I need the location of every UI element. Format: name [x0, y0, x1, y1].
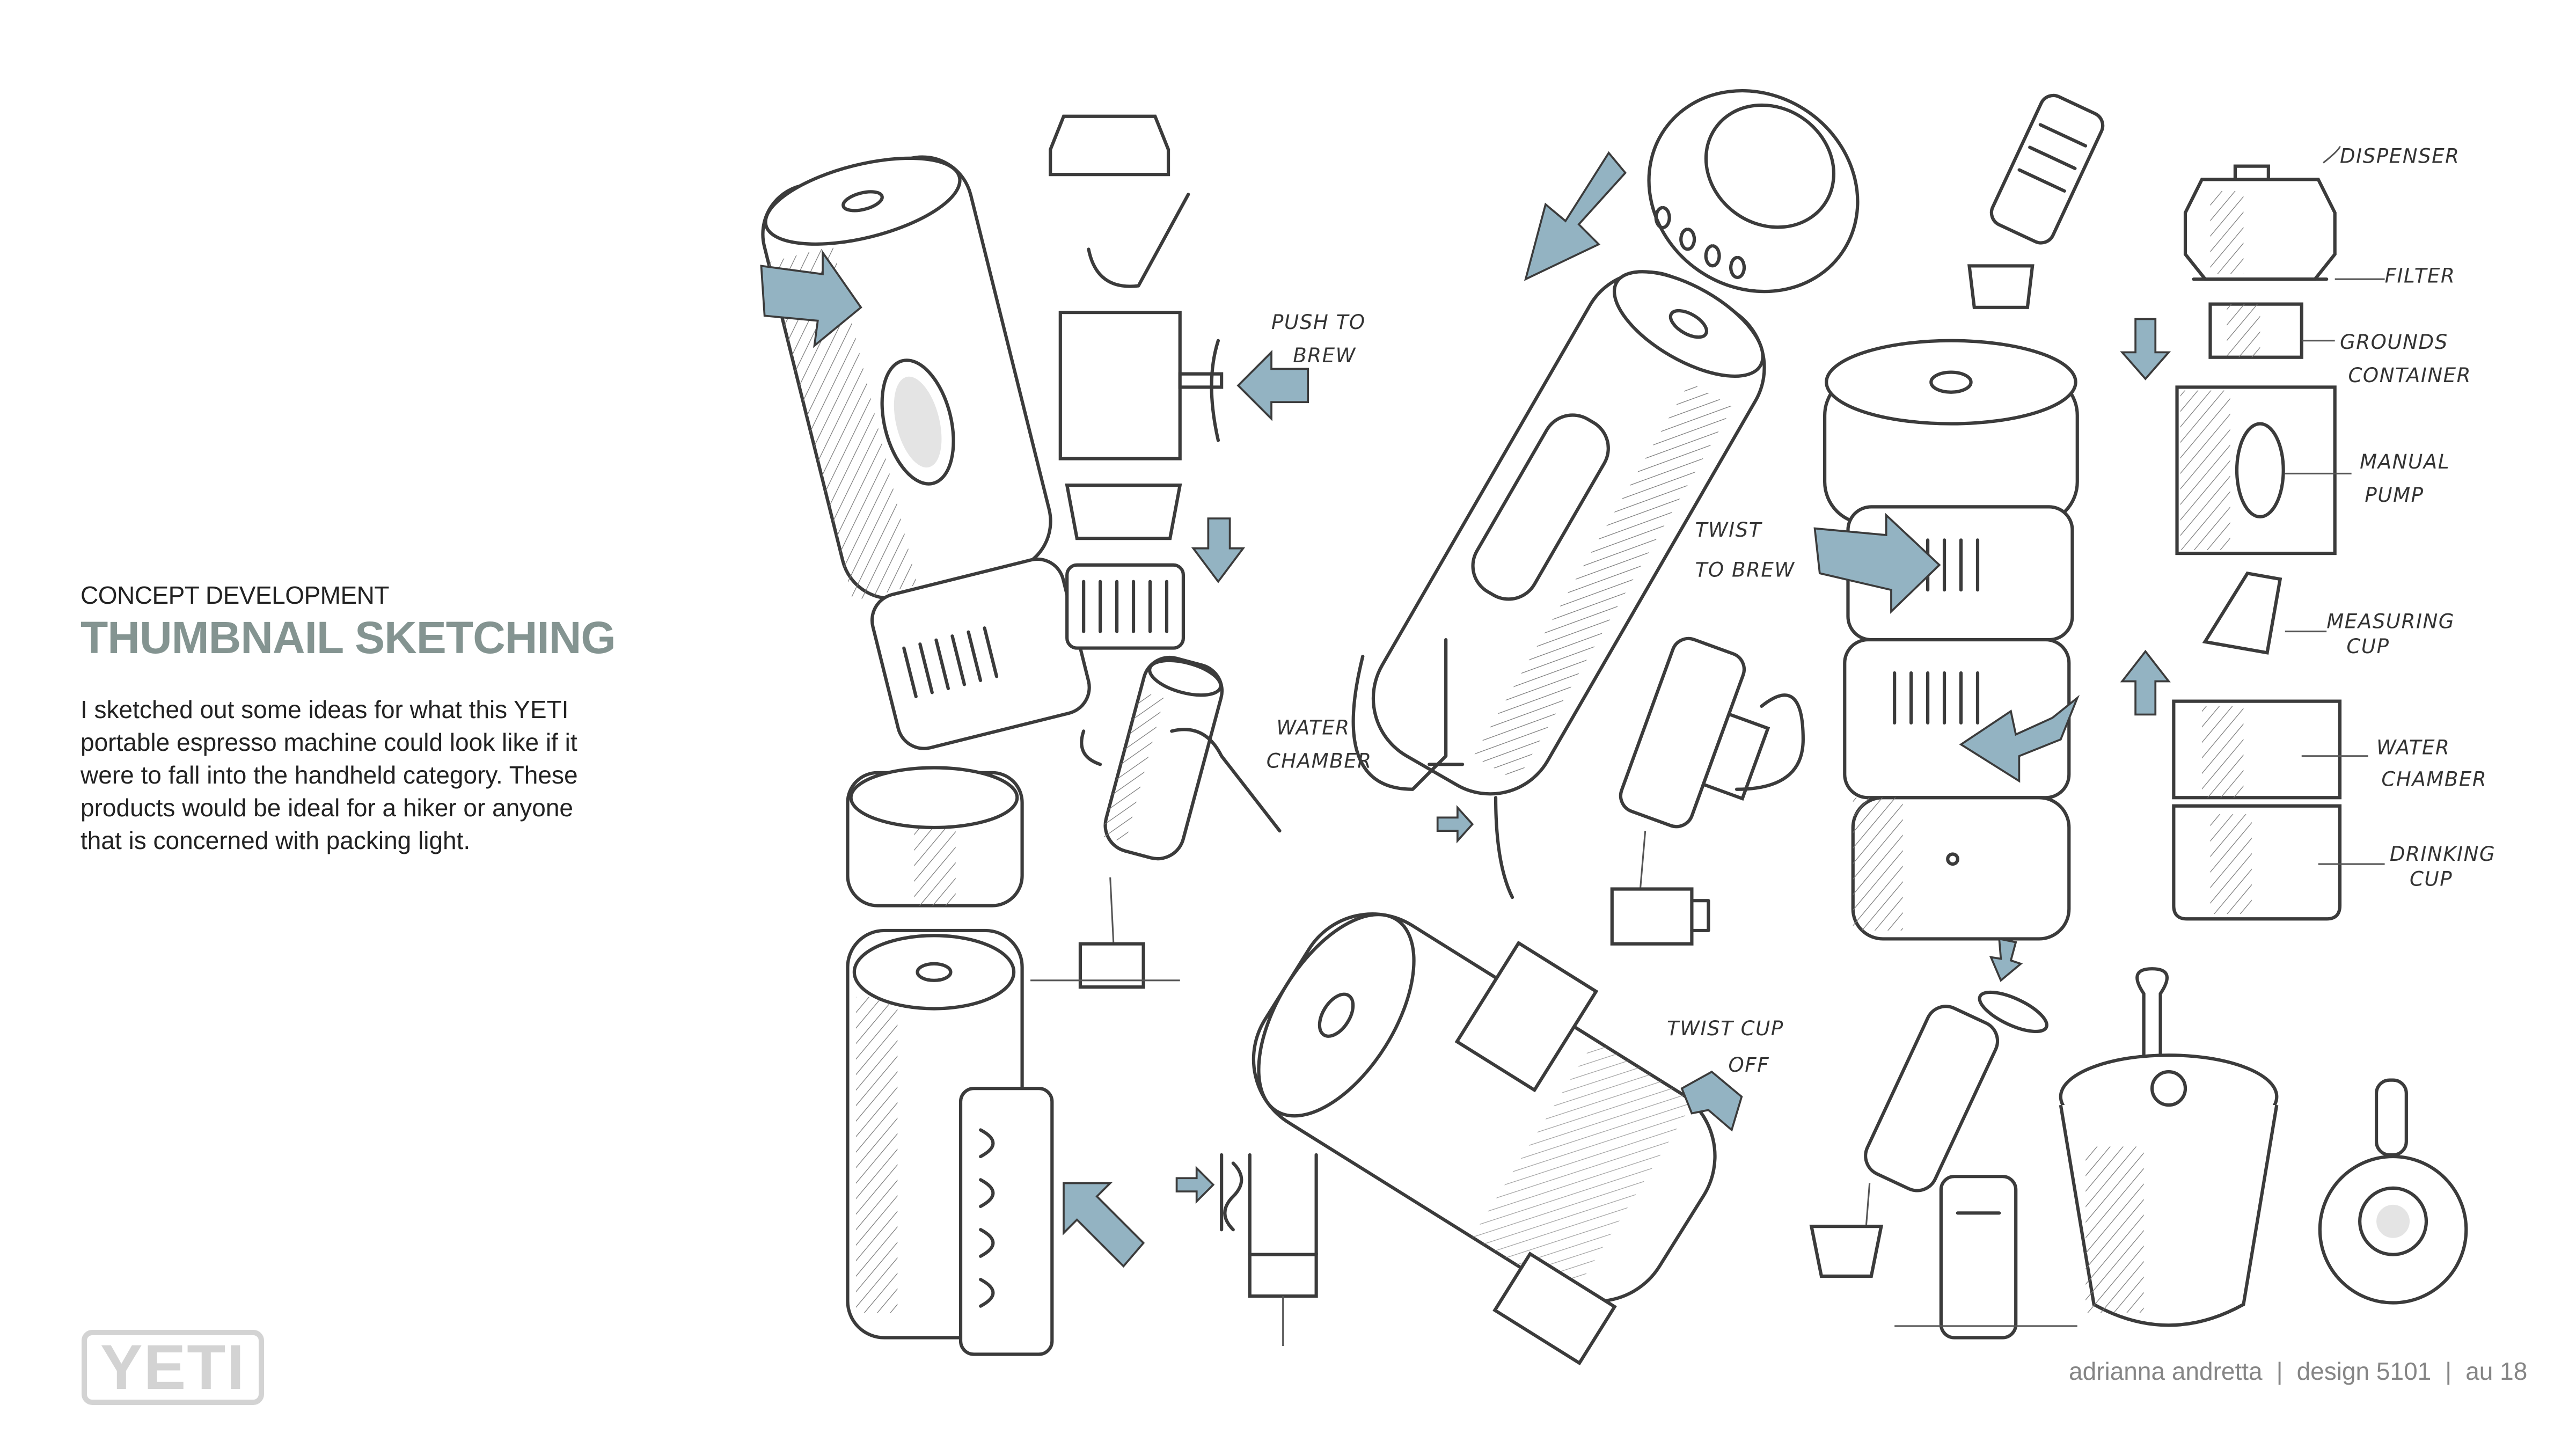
up-arrow-icon — [2120, 649, 2171, 716]
footer-credits: adrianna andretta | design 5101 | au 18 — [2069, 1357, 2527, 1386]
twist-arrow-icon — [1813, 513, 1941, 614]
twist-arrow-icon — [1959, 694, 2080, 783]
sketch-handheld-tilted — [761, 155, 1091, 750]
sketch-handheld-side — [1610, 636, 1805, 946]
sketch-pour-device — [1809, 990, 2077, 1340]
sketch-brew-cup — [2059, 967, 2279, 1327]
down-arrow-icon — [1989, 938, 2023, 982]
yeti-logo: YETI — [82, 1330, 264, 1405]
rotate-arrow-icon — [1524, 151, 1627, 281]
description-text: I sketched out some ideas for what this … — [80, 693, 687, 857]
down-arrow-icon — [1191, 517, 1246, 583]
push-arrow-icon — [1236, 349, 1309, 421]
description-line: that is concerned with packing light. — [80, 826, 471, 854]
sketch-twist-stack — [1823, 339, 2079, 941]
description-line: I sketched out some ideas for what this … — [80, 696, 569, 723]
sketch-hand-brewing — [1030, 655, 1282, 989]
sketch-side-profile — [1220, 1153, 1318, 1346]
description-line: portable espresso machine could look lik… — [80, 728, 577, 756]
sketch-handheld-diagonal — [1371, 270, 1766, 796]
rotate-arrow-icon — [1680, 1070, 1743, 1132]
sketch-exploded-view — [2172, 146, 2385, 921]
label-dispenser: DISPENSER — [2340, 144, 2460, 167]
sketch-handheld-grip — [846, 928, 1054, 1356]
description-line: products would be ideal for a hiker or a… — [80, 794, 574, 822]
footer-term: au 18 — [2465, 1357, 2528, 1385]
description-line: were to fall into the handheld category.… — [80, 761, 578, 789]
label-filter: FILTER — [2385, 264, 2456, 287]
page-title: THUMBNAIL SKETCHING — [80, 612, 616, 663]
footer-author: adrianna andretta — [2069, 1357, 2263, 1385]
sketch-cap — [1647, 89, 1860, 294]
small-arrow-icon — [1436, 804, 1474, 844]
footer-course: design 5101 — [2296, 1357, 2432, 1385]
small-arrow-icon — [1175, 1166, 1215, 1204]
down-arrow-icon — [2120, 318, 2171, 380]
push-arrow-icon — [1063, 1182, 1145, 1268]
footer-separator: | — [2276, 1357, 2283, 1385]
sketch-puck — [846, 766, 1024, 908]
sketch-handheld-horizontal — [1252, 912, 1717, 1366]
sketch-pan-topview — [2318, 1078, 2468, 1305]
section-kicker: CONCEPT DEVELOPMENT — [80, 581, 389, 609]
sketch-dispenser-small — [1989, 93, 2105, 245]
footer-separator: | — [2445, 1357, 2452, 1385]
twist-arrow-icon — [760, 249, 862, 348]
sketch-components-stack — [1049, 114, 1224, 650]
sketch-shot-cup — [1967, 264, 2035, 309]
